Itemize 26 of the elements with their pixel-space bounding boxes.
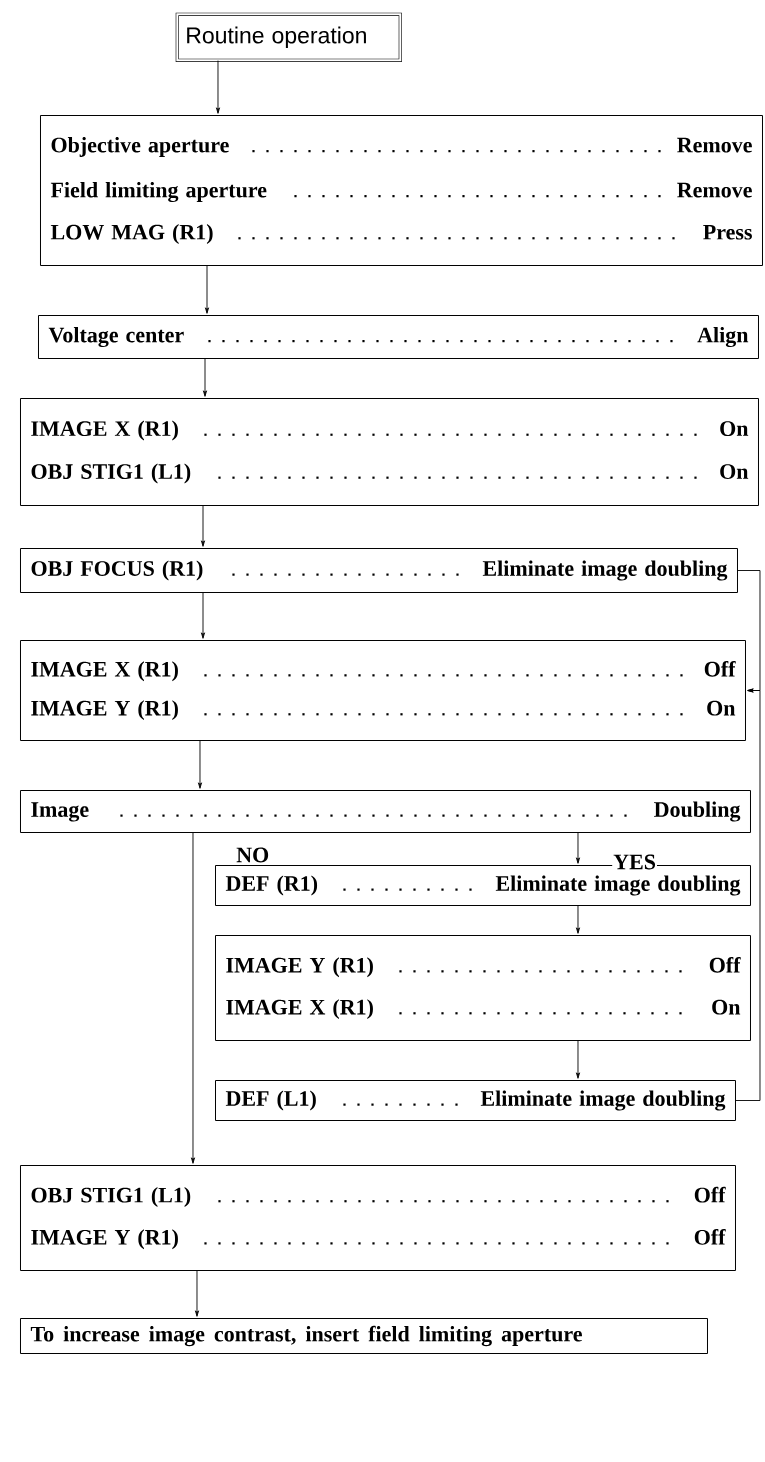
arrow <box>216 60 220 114</box>
arrow <box>198 740 202 789</box>
arrow <box>201 592 205 639</box>
process-box: OBJ STIG1 (L1) Off IMAGE Y (R1) Off <box>20 1165 736 1271</box>
arrow <box>195 1270 199 1317</box>
arrow <box>576 1040 580 1079</box>
arrow <box>737 570 761 693</box>
process-box: Image Doubling <box>20 790 751 833</box>
arrow <box>735 688 761 1101</box>
arrow <box>191 832 195 1164</box>
arrow <box>203 358 207 397</box>
arrow <box>201 505 205 547</box>
process-box: IMAGE Y (R1) Off IMAGE X (R1) On <box>215 935 751 1041</box>
process-box: DEF (L1) Eliminate image doubling <box>215 1080 736 1121</box>
arrow <box>576 832 580 864</box>
process-box: Objective aperture Remove Field limiting aperture Remove LOW MAG (R1) Press <box>40 115 763 266</box>
process-box: To increase image contrast, insert field limiting aperture <box>20 1318 708 1354</box>
edge-label: YES <box>612 853 657 871</box>
process-box: IMAGE X (R1) On OBJ STIG1 (L1) On <box>20 398 759 506</box>
process-box: Routine operation <box>175 12 402 62</box>
arrow <box>576 905 580 934</box>
process-box: Voltage center Align <box>38 315 759 359</box>
edge-label: NO <box>235 846 271 864</box>
process-box: IMAGE X (R1) Off IMAGE Y (R1) On <box>20 640 746 741</box>
process-box: OBJ FOCUS (R1) Eliminate image doubling <box>20 548 738 593</box>
arrow <box>205 265 209 314</box>
